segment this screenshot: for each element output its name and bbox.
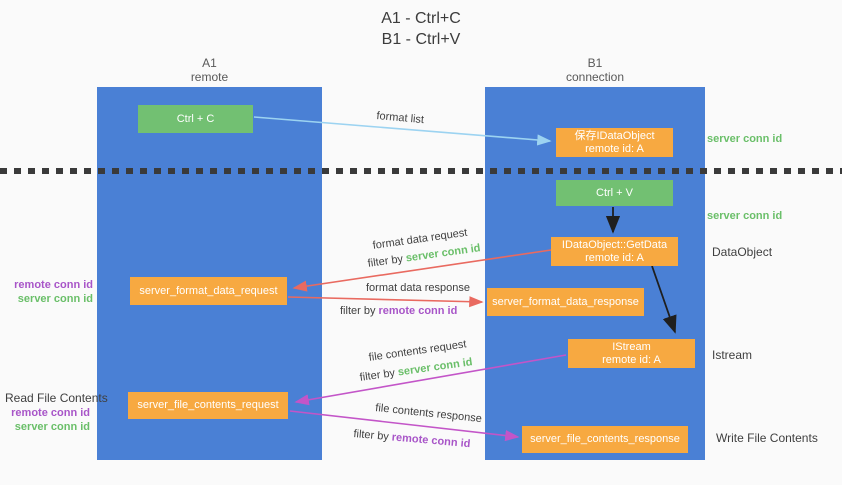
node-getdata-line2: remote id: A <box>585 251 644 264</box>
diagram-title: A1 - Ctrl+C B1 - Ctrl+V <box>0 8 842 50</box>
node-istream-line2: remote id: A <box>602 353 661 366</box>
node-server-file-contents-request: server_file_contents_request <box>128 392 288 419</box>
format-list-arrow <box>253 116 552 146</box>
node-istream: IStream remote id: A <box>568 339 695 368</box>
getdata-to-istream-arrow <box>651 265 677 334</box>
node-save-idataobject: 保存IDataObject remote id: A <box>556 128 673 157</box>
node-getdata-line1: IDataObject::GetData <box>561 238 668 251</box>
node-format-response-label: server_format_data_response <box>492 295 639 308</box>
node-format-request-label: server_format_data_request <box>139 284 278 297</box>
node-file-response-label: server_file_contents_response <box>530 433 680 445</box>
node-server-format-data-response: server_format_data_response <box>487 288 644 316</box>
node-idataobject-getdata: IDataObject::GetData remote id: A <box>551 237 678 266</box>
filter-prefix: filter by <box>340 305 376 317</box>
file-contents-request-arrow <box>294 354 567 406</box>
server-conn-id-annotation: server conn id <box>14 421 90 433</box>
format-data-response-arrow <box>287 296 484 308</box>
node-ctrl-c-label: Ctrl + C <box>176 112 215 125</box>
remote-conn-id-annotation: remote conn id <box>14 279 93 291</box>
format-data-response-label: format data response <box>366 282 470 294</box>
separator-dotted-line <box>0 168 842 174</box>
title-line-2: B1 - Ctrl+V <box>381 31 461 48</box>
file-contents-response-arrow <box>289 410 520 442</box>
node-save-line1: 保存IDataObject <box>574 129 655 142</box>
left-conn-id-block-bottom: remote conn id server conn id <box>0 406 90 434</box>
node-server-format-data-request: server_format_data_request <box>130 277 287 305</box>
read-file-contents-annotation: Read File Contents <box>5 391 108 405</box>
format-data-request-arrow <box>292 249 552 292</box>
column-b-header: B1 connection <box>485 56 705 84</box>
node-save-line2: remote id: A <box>585 142 644 155</box>
column-b-role: connection <box>565 70 625 84</box>
dataobject-annotation: DataObject <box>712 245 773 259</box>
server-conn-id-annotation-top: server conn id <box>707 133 783 145</box>
node-server-file-contents-response: server_file_contents_response <box>522 426 688 453</box>
column-a-role: remote <box>190 70 229 84</box>
node-ctrl-c: Ctrl + C <box>138 105 253 133</box>
server-conn-id-annotation: server conn id <box>17 293 93 305</box>
node-istream-line1: IStream <box>612 340 651 353</box>
title-line-1: A1 - Ctrl+C <box>381 10 461 27</box>
column-a-header: A1 remote <box>97 56 322 84</box>
server-conn-id-annotation-mid: server conn id <box>707 210 783 222</box>
column-b-name: B1 <box>587 56 603 70</box>
remote-conn-id-value: remote conn id <box>378 305 458 317</box>
istream-annotation: Istream <box>712 348 753 362</box>
remote-conn-id-annotation: remote conn id <box>11 407 90 419</box>
left-conn-id-block-top: remote conn id server conn id <box>0 278 93 306</box>
node-file-request-label: server_file_contents_request <box>137 399 279 411</box>
node-ctrl-v: Ctrl + V <box>556 180 673 206</box>
node-ctrl-v-label: Ctrl + V <box>596 186 633 199</box>
write-file-contents-annotation: Write File Contents <box>716 431 818 445</box>
column-a-name: A1 <box>202 56 217 70</box>
